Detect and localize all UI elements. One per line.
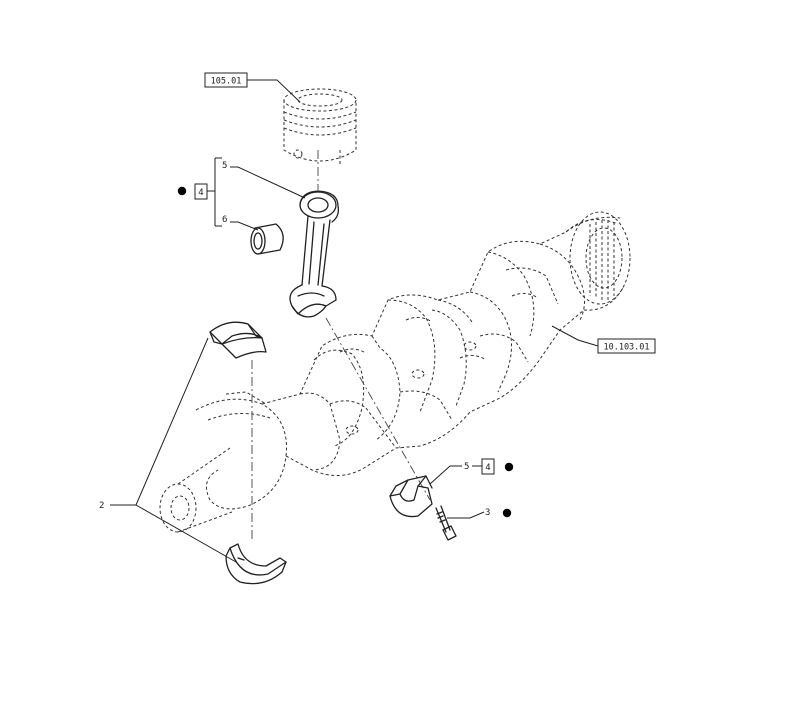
- piston-phantom: [283, 88, 357, 165]
- upper-main-bearing-shell[interactable]: [209, 321, 267, 359]
- small-end-bushing[interactable]: [250, 223, 284, 255]
- main-bearing-callout: 2: [99, 337, 237, 563]
- bearing-cap-kit-callout: 5 4: [429, 458, 514, 485]
- main-bearing-callout-number: 2: [99, 501, 104, 511]
- cap-kit-number-a: 5: [464, 462, 469, 472]
- cap-kit-number-b: 4: [485, 463, 490, 473]
- conrod-kit-number: 4: [198, 188, 203, 198]
- assembly-centre-lines: [251, 150, 431, 540]
- cap-bolt-callout: 3: [447, 508, 512, 519]
- flywheel-reference-text: 10.103.01: [603, 343, 649, 353]
- connecting-rod[interactable]: [289, 190, 340, 318]
- lower-main-bearing-shell[interactable]: [225, 543, 287, 585]
- cap-bolt-callout-number: 3: [485, 508, 490, 518]
- cap-bolt[interactable]: [435, 505, 457, 541]
- conrod-kit-bracket: 4 5 6: [177, 157, 306, 231]
- piston-reference-text: 105.01: [211, 77, 242, 87]
- bushing-callout-number: 6: [222, 215, 227, 225]
- kit-marker-dot: [177, 186, 187, 196]
- crankshaft-phantom: [159, 211, 631, 533]
- piston-reference-label[interactable]: 105.01: [204, 72, 301, 103]
- cap-kit-marker-dot: [504, 462, 514, 472]
- conrod-callout-number: 5: [222, 161, 227, 171]
- conrod-bearing-cap[interactable]: [389, 475, 433, 518]
- flywheel-reference-label[interactable]: 10.103.01: [551, 325, 656, 354]
- bolt-marker-dot: [502, 508, 512, 518]
